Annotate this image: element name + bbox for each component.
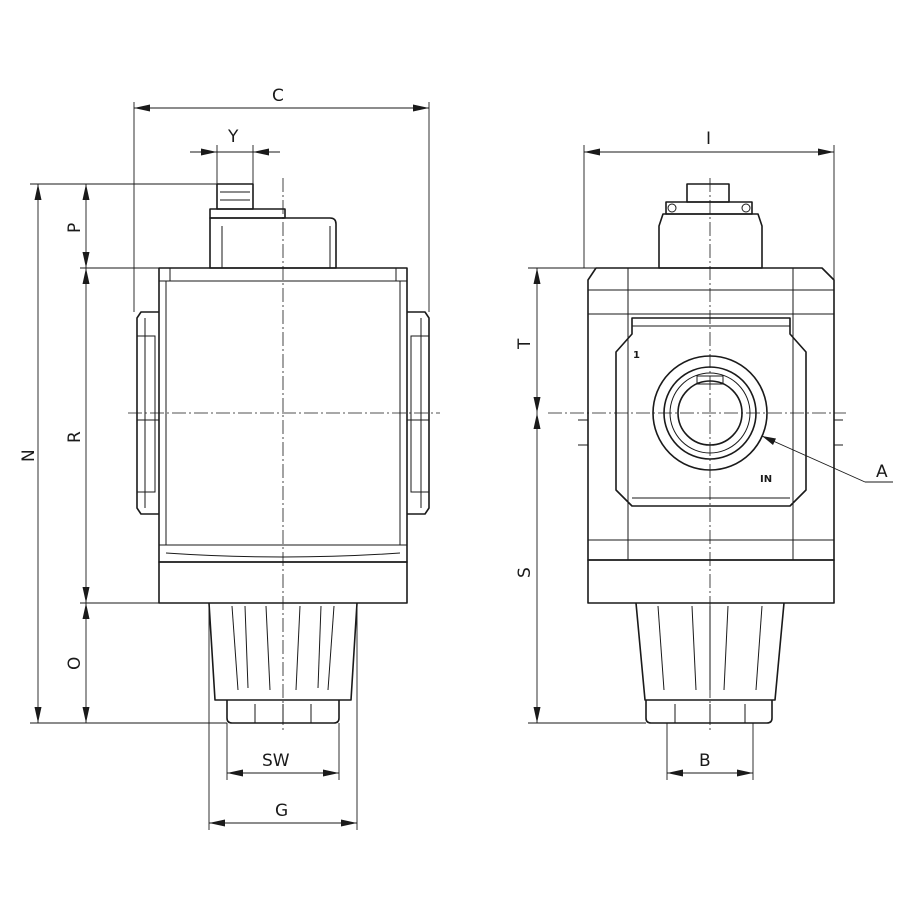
dim-label-a: A	[876, 462, 888, 482]
outlet-port-mark: IN	[760, 474, 772, 485]
dim-label-n: N	[19, 449, 39, 462]
front-gauge-housing	[658, 213, 763, 269]
front-drain-nut	[645, 700, 773, 724]
port-plate	[615, 317, 807, 507]
leader-line-a	[761, 435, 866, 483]
inlet-port-mark: 1	[633, 350, 640, 361]
dim-label-o: O	[65, 657, 85, 670]
front-view-dimensions: I T S B A	[515, 129, 893, 780]
dim-label-y: Y	[227, 127, 239, 147]
front-top-flange	[665, 201, 753, 215]
dim-label-b: B	[699, 751, 711, 771]
front-bowl	[635, 602, 785, 701]
front-top-nut	[686, 183, 730, 203]
front-main-body	[587, 267, 835, 561]
side-view-dimensions: C Y N P R O SW	[19, 86, 430, 830]
dim-label-p: P	[65, 223, 85, 233]
front-view: 1 IN	[548, 178, 846, 730]
dim-label-g: G	[275, 801, 288, 821]
fitting-base	[209, 208, 286, 219]
dim-label-i: I	[706, 129, 711, 149]
dim-label-t: T	[515, 338, 535, 350]
bowl	[208, 602, 358, 701]
side-view	[128, 178, 440, 730]
dim-label-r: R	[65, 431, 85, 443]
right-bracket	[407, 311, 430, 515]
dim-label-s: S	[515, 567, 535, 578]
dim-label-c: C	[272, 86, 284, 106]
dim-label-sw: SW	[262, 751, 290, 771]
front-bottom-ring	[587, 559, 835, 604]
top-fitting	[216, 183, 254, 210]
gauge-housing	[209, 217, 337, 269]
